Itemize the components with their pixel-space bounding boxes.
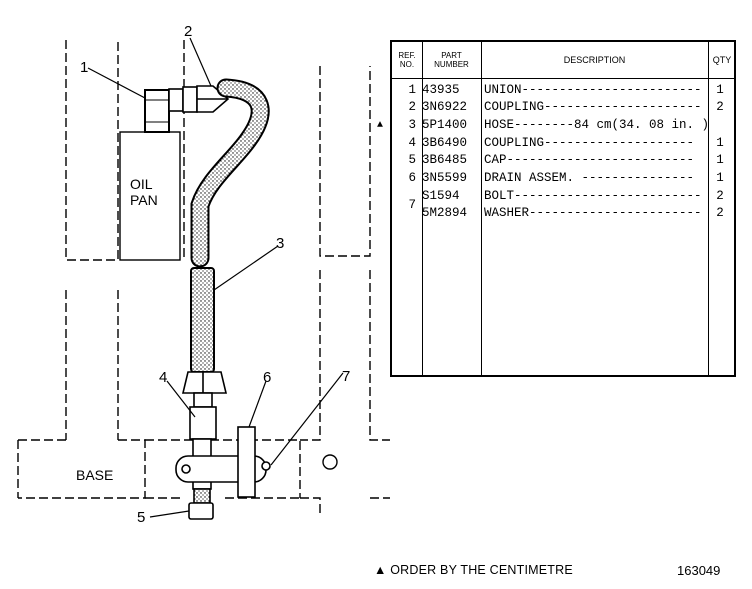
drain-assembly [175,426,271,520]
coupling-top [168,85,230,113]
oil-pan-label-1: OIL [130,176,153,192]
hose-upper [192,80,268,266]
callout-1: 1 [80,59,88,76]
header-qty: QTY [712,54,732,65]
group-ref-7: 7 [408,198,416,212]
oil-pan-label-2: PAN [130,192,158,208]
header-ref: REF.NO. [398,51,416,69]
block-outline-right-lower [300,270,390,441]
callout-3: 3 [276,235,284,252]
callout-7: 7 [342,368,350,385]
block-outline-left-lower [65,290,119,440]
table-row: 7 S1594 BOLT-------------------------2 [392,188,734,212]
callout-6: 6 [263,369,271,386]
drain-cap [188,502,214,520]
callout-5: 5 [137,509,145,526]
base-label: BASE [76,467,113,483]
block-outline-left-upper [65,40,119,261]
hose-lower [190,267,215,373]
footnote: ▲ ORDER BY THE CENTIMETRE [374,563,573,577]
union [144,89,170,133]
table-row: 5M2894 WASHER-----------------------2 [422,206,724,220]
header-description: DESCRIPTION [563,54,626,65]
callout-4: 4 [159,369,167,386]
coupling-lower [181,371,228,440]
figure-number: 163049 [677,563,721,578]
order-by-centimetre-mark: ▲ [377,120,384,131]
parts-diagram: OIL PAN BASE 1 2 3 4 5 6 7 [17,23,390,526]
block-outline-right-upper [319,66,371,257]
callout-2: 2 [184,23,192,40]
base-outline [17,439,146,499]
